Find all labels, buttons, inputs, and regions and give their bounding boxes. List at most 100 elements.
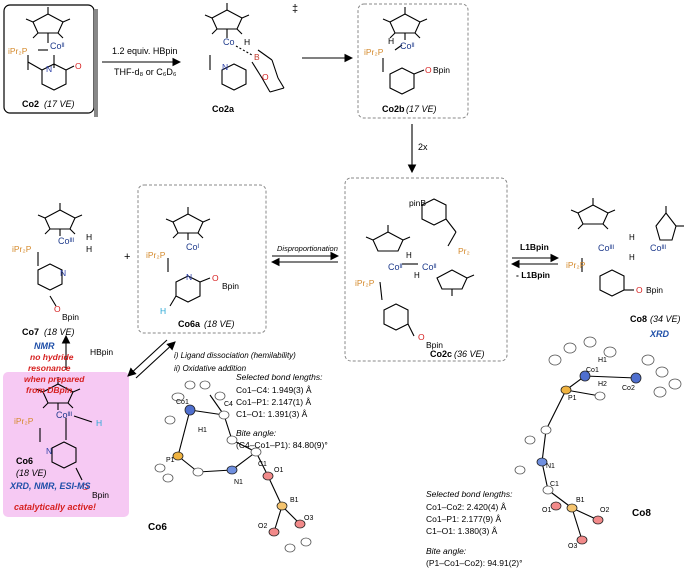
xray-co8-bite-title: Bite angle: <box>426 546 467 556</box>
eq-co6-co6a-down <box>127 339 168 377</box>
co2-name: Co2 <box>22 99 39 109</box>
xray-co6-atom-h1: H1 <box>198 427 207 434</box>
co2c-o: O <box>418 332 425 342</box>
co6a-o: O <box>212 273 219 283</box>
co8-co-left: Coᴵᴵᴵ <box>598 243 615 253</box>
co7-ve: (18 VE) <box>44 327 75 337</box>
xray-co8-atom-o3: O3 <box>568 543 577 550</box>
xray-co8-bond-1: Co1–Co2: 2.420(4) Å <box>426 502 507 512</box>
co2a-n: N <box>222 62 228 72</box>
co6-note: catalytically active! <box>14 502 96 512</box>
co2c-phosphine: iPr₂P <box>355 278 375 288</box>
co8-co-right: Coᴵᴵᴵ <box>650 243 667 253</box>
co7-phosphine: iPr₂P <box>12 244 32 254</box>
xray-co6-atom-c1: C1 <box>258 461 267 468</box>
co6-o: O <box>82 482 89 492</box>
co6-n: N <box>46 446 52 456</box>
xray-co8-atom-o2: O2 <box>600 507 609 514</box>
co2b-phosphine: iPr₂P <box>364 47 384 57</box>
xray-co8-bite: (P1–Co1–Co2): 94.91(2)° <box>426 558 522 568</box>
co2a-h: H <box>244 37 250 47</box>
xray-co6-atom-o2: O2 <box>258 523 267 530</box>
xray-co8-atom-co1: Co1 <box>586 367 599 374</box>
co2b-o: O <box>425 65 432 75</box>
co2b-bpin: Bpin <box>433 65 450 75</box>
l1bpin-forward-label: L1Bpin <box>520 242 549 252</box>
xray-co6-atom-c4: C4 <box>224 401 233 408</box>
hbpin-label: HBpin <box>90 347 113 357</box>
co2b-ve: (17 VE) <box>406 104 437 114</box>
xray-co8-atom-c1: C1 <box>550 481 559 488</box>
co7-nmr: NMR <box>34 341 55 351</box>
xray-co8-atom-h2: H2 <box>598 381 607 388</box>
co6a-h: H <box>160 306 166 316</box>
co6-bpin: Bpin <box>92 490 109 500</box>
co7-structure <box>37 203 83 307</box>
xray-co6-bonds-title: Selected bond lengths: <box>236 372 323 382</box>
step-ii-label: ii) Oxidative addition <box>174 364 247 373</box>
co8-bpin: Bpin <box>646 285 663 295</box>
co2-box-shadow <box>94 9 98 117</box>
xray-co8-bond-3: C1–O1: 1.380(3) Å <box>426 526 498 536</box>
xray-co6-atom-o3: O3 <box>304 515 313 522</box>
co2c-box <box>344 177 508 362</box>
xray-co6-bond-2: Co1–P1: 2.147(1) Å <box>236 397 311 407</box>
xray-co8-name: Co8 <box>632 508 651 519</box>
co2c-h2: H <box>414 271 420 280</box>
co2a-b: B <box>254 52 260 62</box>
co8-phosphine: iPr₂P <box>566 260 586 270</box>
co6a-bpin: Bpin <box>222 281 239 291</box>
co6a-metal: Coᴵ <box>186 242 200 252</box>
co6-metal: Coᴵᴵᴵ <box>56 410 73 420</box>
co2-structure <box>25 7 75 91</box>
plus-sign: + <box>124 251 130 263</box>
co8-structure <box>570 198 684 297</box>
step-i-label: i) Ligand dissociation (hemilability) <box>174 351 296 360</box>
co8-o: O <box>636 285 643 295</box>
co2b-structure <box>382 7 428 95</box>
co2c-bpin: Bpin <box>426 340 443 350</box>
co2c-co-left: Coᴵᴵ <box>388 262 403 272</box>
xray-co8-atom-n1: N1 <box>546 463 555 470</box>
transition-state-dagger: ‡ <box>292 3 298 15</box>
xray-co8-atom-b1: B1 <box>576 497 585 504</box>
co2c-pinb: pinB <box>409 198 426 208</box>
co2-phosphine: iPr₂P <box>8 46 28 56</box>
xray-co6-name: Co6 <box>148 522 167 533</box>
xray-co6-bond-3: C1–O1: 1.391(3) Å <box>236 409 308 419</box>
xray-co6-atom-b1: B1 <box>290 497 299 504</box>
co6a-n: N <box>186 272 192 282</box>
co8-ve: (34 VE) <box>650 314 681 324</box>
co2-ve: (17 VE) <box>44 99 75 109</box>
eq-co6-co6a-up <box>135 341 176 379</box>
co2b-h: H <box>388 36 394 46</box>
co2c-structure <box>365 198 475 337</box>
co6-structure <box>35 377 93 481</box>
co2b-metal: Coᴵᴵ <box>400 41 415 51</box>
co7-note3: when prepared <box>24 374 85 384</box>
co7-metal: Coᴵᴵᴵ <box>58 236 75 246</box>
co6-highlight-box <box>3 372 129 517</box>
xray-co8-atom-o1: O1 <box>542 507 551 514</box>
two-x-label: 2x <box>418 142 428 152</box>
co2b-name: Co2b <box>382 104 405 114</box>
co6a-box <box>137 184 267 334</box>
co8-name: Co8 <box>630 314 647 324</box>
co7-o: O <box>54 304 61 314</box>
xray-co8-atom-co2: Co2 <box>622 385 635 392</box>
xray-co6-atom-o1: O1 <box>274 467 283 474</box>
xray-co6-bite: (C4–Co1–P1): 84.80(9)° <box>236 440 328 450</box>
reagent-line1: 1.2 equiv. HBpin <box>112 46 177 56</box>
co6a-phosphine: iPr₂P <box>146 250 166 260</box>
xray-co6-atom-co1: Co1 <box>176 399 189 406</box>
co6-ve: (18 VE) <box>16 468 47 478</box>
co7-note1: no hydride <box>30 352 74 362</box>
co6-phosphine: iPr₂P <box>14 416 34 426</box>
co6-methods: XRD, NMR, ESI-MS <box>9 481 91 491</box>
xray-co6-structure <box>154 380 312 553</box>
disproportionation-label: Disproportionation <box>277 244 338 253</box>
co7-n: N <box>60 268 66 278</box>
co2-box <box>3 4 95 114</box>
co6-h: H <box>96 418 102 428</box>
co2c-co-right: Coᴵᴵ <box>422 262 437 272</box>
